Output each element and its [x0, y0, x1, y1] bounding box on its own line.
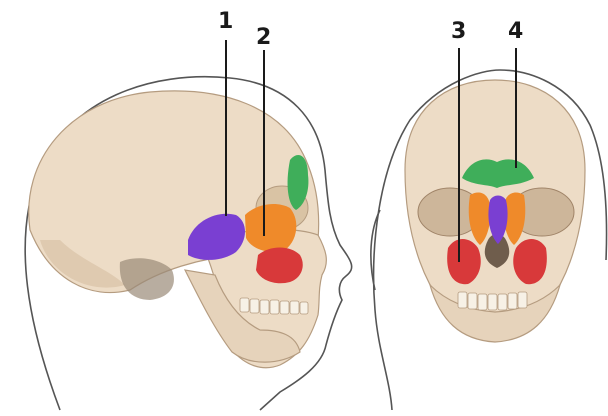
- frontal-teeth: [458, 292, 527, 310]
- label-2: 2: [256, 25, 271, 50]
- label-4: 4: [508, 19, 523, 44]
- lateral-ethmoid-sinus: [245, 204, 296, 252]
- label-3: 3: [451, 19, 466, 44]
- frontal-maxillary-sinus-left: [447, 239, 481, 284]
- frontal-view: 3 4: [371, 19, 607, 410]
- lateral-maxillary-sinus: [256, 248, 303, 284]
- label-1: 1: [218, 9, 233, 34]
- lateral-view: 1 2: [25, 9, 352, 410]
- frontal-maxillary-sinus-right: [513, 239, 547, 284]
- frontal-shoulder-outline: [371, 210, 380, 290]
